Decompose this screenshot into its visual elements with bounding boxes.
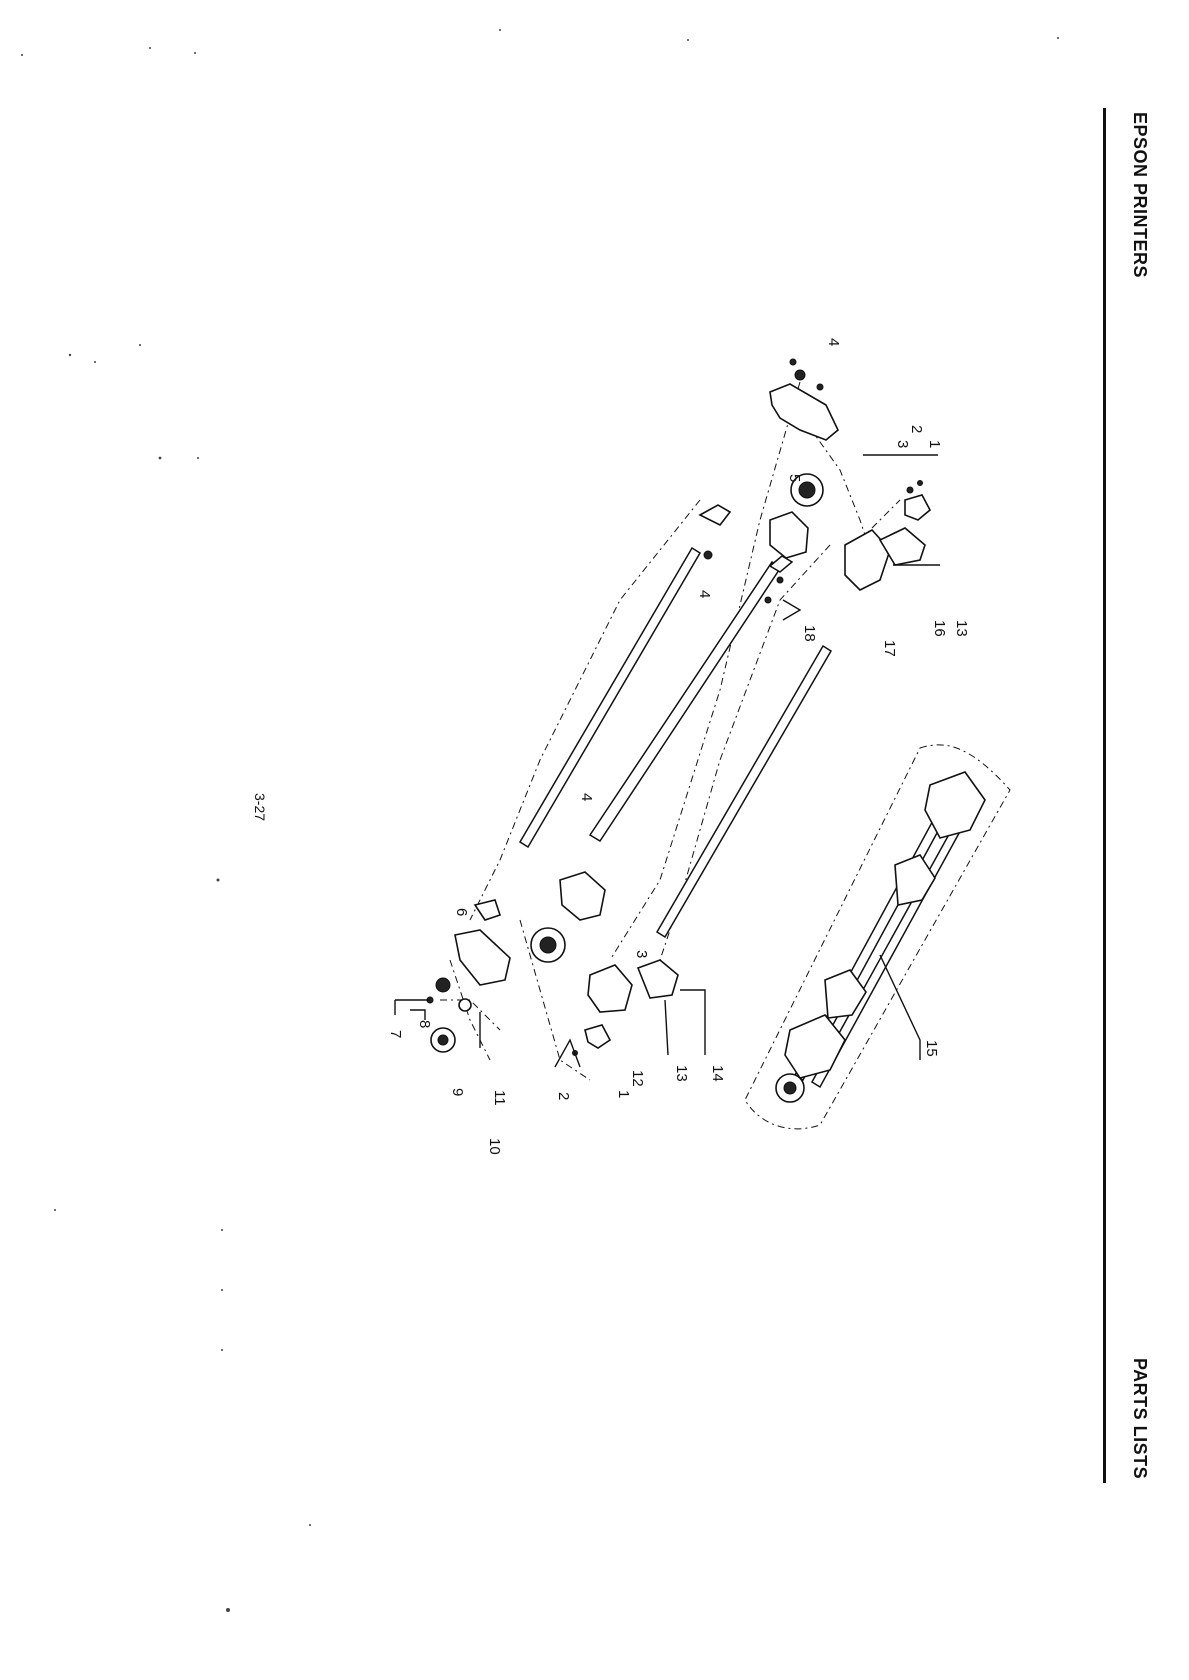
callout-4-mid: 4 <box>696 590 713 598</box>
lever-1b <box>585 1025 610 1048</box>
collar-18a <box>777 577 783 583</box>
callout-4-low: 4 <box>578 793 595 801</box>
tractor-left-inset <box>785 1015 845 1078</box>
tractor-right-inset <box>925 772 985 838</box>
callout-3-bottom: 3 <box>633 950 650 958</box>
tractor-cover-right <box>770 512 808 558</box>
callout-1-top: 1 <box>926 440 943 448</box>
callout-7: 7 <box>387 1030 404 1038</box>
callout-3-top: 3 <box>894 440 911 448</box>
right-side-frame <box>770 384 838 440</box>
lever-small <box>700 505 730 525</box>
bushing-4b <box>704 551 712 559</box>
callout-15: 15 <box>923 1040 940 1057</box>
tractor-assembly-inset <box>745 745 1010 1129</box>
right-side-frame-cluster <box>700 359 940 620</box>
callout-11: 11 <box>491 1090 508 1106</box>
callout-10: 10 <box>486 1138 503 1155</box>
callout-5: 5 <box>786 474 803 482</box>
support-right-inset <box>895 855 935 905</box>
callout-2-bottom: 2 <box>555 1092 572 1100</box>
callout-1-bottom: 1 <box>615 1090 632 1098</box>
callout-16: 16 <box>931 620 948 637</box>
platen-shaft <box>590 562 781 841</box>
clip <box>790 359 796 365</box>
tractor-cover-left <box>560 872 605 920</box>
upper-shaft <box>520 548 700 847</box>
callout-4-top: 4 <box>825 338 842 346</box>
washer <box>817 384 823 390</box>
callout-17: 17 <box>881 640 898 657</box>
gear-small <box>436 978 450 992</box>
lower-shaft <box>657 646 831 937</box>
callout-12: 12 <box>629 1070 646 1087</box>
callout-13-bottom: 13 <box>673 1065 690 1082</box>
tractor-unit-12 <box>588 965 632 1012</box>
bushing-4a <box>795 370 805 380</box>
callout-labels: 1 2 3 4 4 4 5 13 16 17 18 15 6 7 8 9 10 … <box>387 338 970 1155</box>
callout-6: 6 <box>453 908 470 916</box>
callout-2-top: 2 <box>908 425 925 433</box>
callout-18: 18 <box>801 625 818 642</box>
washer-8 <box>459 999 471 1011</box>
collar-18b <box>765 597 771 603</box>
left-side-frame-cluster <box>395 872 705 1067</box>
tractor-cover-14 <box>638 960 678 998</box>
callout-8: 8 <box>416 1020 433 1028</box>
washer-3 <box>907 487 913 493</box>
screw-2 <box>918 481 923 486</box>
lever-1 <box>905 495 930 520</box>
callout-14: 14 <box>709 1065 726 1082</box>
callout-9: 9 <box>449 1088 466 1096</box>
left-side-frame <box>455 930 510 985</box>
callout-13-top: 13 <box>953 620 970 637</box>
